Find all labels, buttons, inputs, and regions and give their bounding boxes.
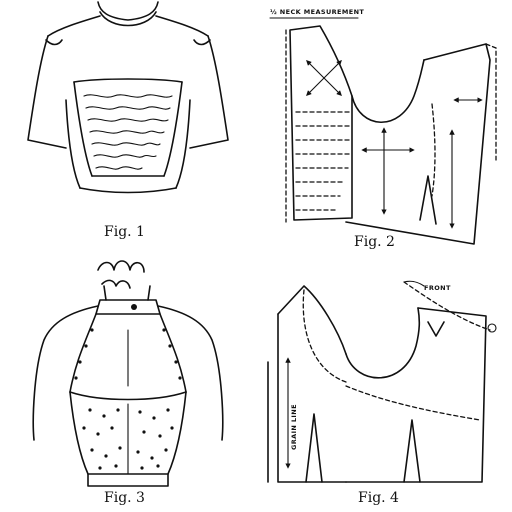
fig1-blouse-drawing	[27, 1, 229, 194]
fig4-pattern-drawing: FRONT GRAIN LINE	[267, 280, 497, 483]
fig2-neck-label: ½ NECK MEASUREMENT	[270, 8, 364, 16]
fig3-back-view-drawing	[32, 260, 224, 487]
fig2-pattern-drawing: ½ NECK MEASUREMENT	[269, 8, 497, 245]
fig4-caption: Fig. 4	[358, 490, 399, 506]
fig3-caption: Fig. 3	[104, 490, 145, 506]
fig1-caption: Fig. 1	[104, 224, 145, 240]
button-icon	[131, 304, 137, 310]
fig4-front-label: FRONT	[424, 284, 451, 292]
fig4-grain-label: GRAIN LINE	[290, 404, 298, 450]
fig2-caption: Fig. 2	[354, 234, 395, 250]
